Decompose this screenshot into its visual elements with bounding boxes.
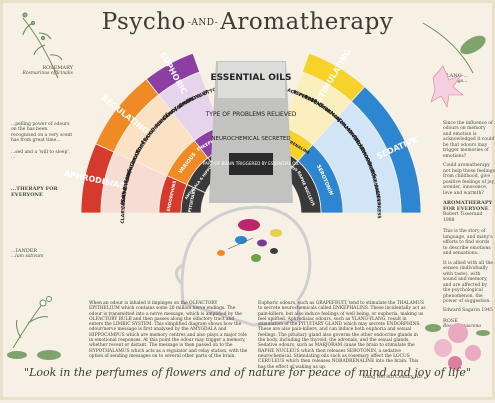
left-plant-latin: Rosmarinus officinalis (22, 71, 73, 76)
title-right: Aromatherapy (220, 9, 394, 35)
right-plant-name: YLANG-... (443, 73, 469, 79)
center-top-label: ESSENTIAL OILS (211, 73, 292, 83)
quote-source: Wang Wei 8th Century AD (362, 375, 422, 380)
brain-spot-dark (270, 248, 278, 254)
title-left: Psycho (101, 9, 186, 35)
left-plant2-name: ...IANDER (11, 247, 38, 254)
right-author: Robert Tisserand 1988 (443, 212, 483, 223)
left-plant-name: ROSEMARY (42, 65, 73, 71)
sedative-oil-neroli: NEROLI (366, 162, 378, 182)
aphrodisiac-neuro-label: ENDORPHINS (166, 180, 177, 212)
aphrodisiac-oil-jasmine2: JASMINE (120, 186, 129, 209)
footer-quote: "Look in the perfumes of flowers and of … (24, 366, 471, 379)
left-para-2: ...sed and a 'will to sleep', ... (11, 149, 70, 161)
head-diagram (175, 205, 312, 327)
right-para-4: It is allied with all the senses (indivi… (443, 260, 493, 305)
brain-spot-purple (257, 239, 267, 247)
ylang-illustration (422, 22, 486, 108)
center-fourth-label: PART OF BRAIN TRIGGERED BY ESSENTIAL OIL (203, 161, 300, 166)
center-panel: ESSENTIAL OILS TYPE OF PROBLEMS RELIEVED… (203, 61, 300, 203)
center-second-label: TYPE OF PROBLEMS RELIEVED (205, 111, 297, 118)
brain-spot-blue (235, 236, 247, 244)
center-third-label: NEUROCHEMICAL SECRETED (211, 136, 290, 142)
left-column: ROSEMARY Rosmarinus officinalis ...pelli… (11, 65, 73, 259)
aphrodisiac-brain-label: PITUITARY (187, 187, 197, 213)
title-amp: -AND- (187, 18, 219, 28)
brain-spot-yellow (270, 229, 282, 237)
left-plant2-latin: ...ium sativum (11, 253, 44, 259)
brain-spot-green (251, 254, 261, 262)
aphrodisiac-oil-clary_sage2: CLARY SAGE (120, 192, 127, 224)
right-heading: AROMATHERAPY FOR EVERYONE (443, 200, 493, 212)
left-heading: ...THERAPY FOR EVERYONE (11, 185, 58, 198)
sedative-oil-juniper: JUNIPER (373, 183, 382, 206)
rosemary-illustration (22, 12, 63, 79)
brain-spot-orange (217, 250, 225, 256)
left-para-1: ...pelling power of odours on the has be… (11, 121, 73, 144)
right-para-1: Since the influence of odours on memory … (443, 120, 495, 159)
right-plant2-name: ROSE (443, 318, 458, 324)
page-title: Psycho-AND-Aromatherapy (3, 9, 492, 35)
explanation-right: Euphoric odours, such as GRAPEFRUIT, ten… (258, 301, 426, 370)
coriander-illustration (7, 296, 61, 360)
right-para-2: Could aromatherapy not help those feelin… (443, 163, 495, 196)
explanation-left: When an odour is inhaled it impinges on … (89, 301, 248, 359)
rose-illustration (425, 323, 490, 370)
sedative-oil-cypress: CYPRESS (375, 195, 382, 218)
right-author-2: Edward Sagarin 1945 (443, 307, 493, 313)
brain-thalamus-marker (238, 219, 260, 231)
right-para-3: This is the story of language, and many'… (443, 229, 493, 256)
